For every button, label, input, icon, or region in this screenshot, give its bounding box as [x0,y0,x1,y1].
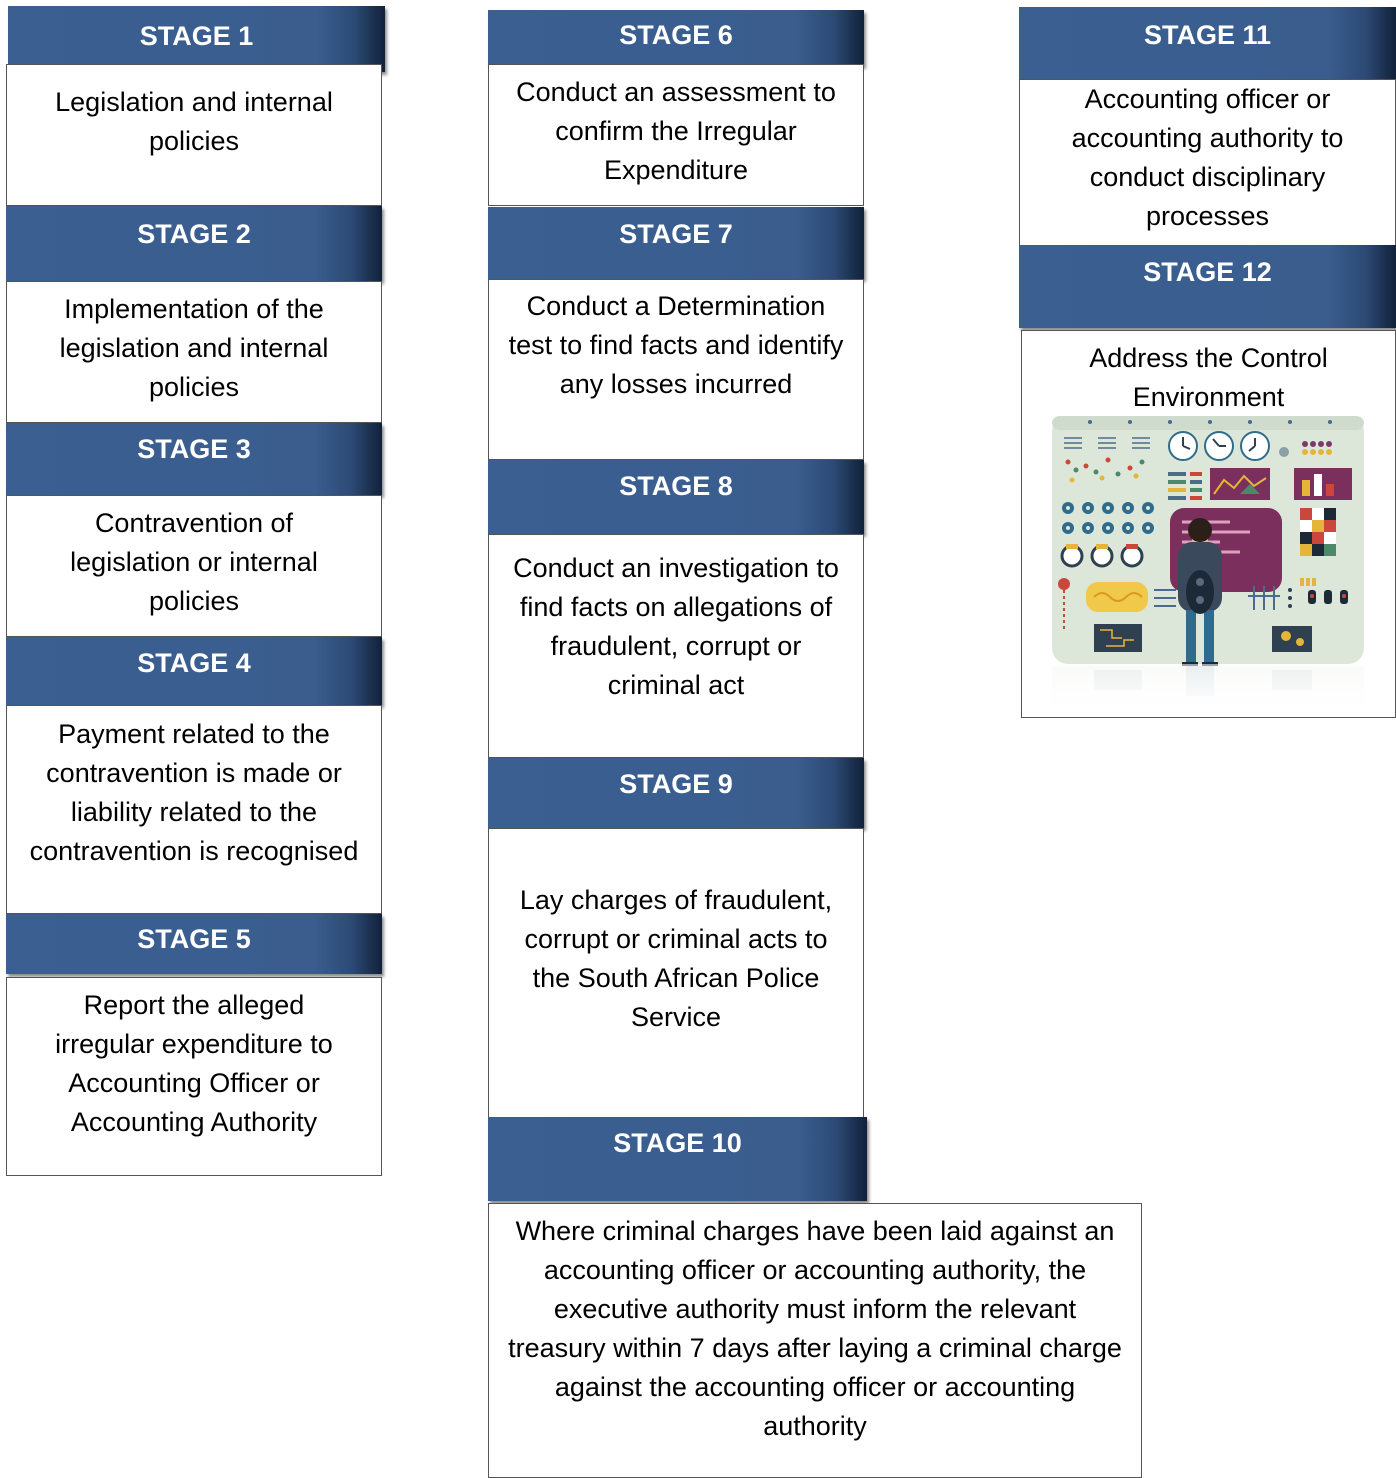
stage-4-box: Payment related to the contravention is … [6,705,382,914]
stage-10-text: Where criminal charges have been laid ag… [508,1216,1122,1441]
stage-1-box: Legislation and internal policies [6,64,382,206]
stage-5-label: STAGE 5 [137,924,251,954]
stage-9-text: Lay charges of fraudulent, corrupt or cr… [519,885,833,1032]
stage-12-text: Address the Control Environment [1089,343,1328,412]
stage-8-text: Conduct an investigation to find facts o… [513,553,839,700]
stage-5-header: STAGE 5 [6,914,382,974]
stage-6-box: Conduct an assessment to confirm the Irr… [488,64,864,206]
stage-2-box: Implementation of the legislation and in… [6,281,382,423]
stage-12-header: STAGE 12 [1019,245,1396,328]
stage-8-box: Conduct an investigation to find facts o… [488,534,864,758]
stage-10-label: STAGE 10 [613,1128,742,1158]
stage-5-box: Report the alleged irregular expenditure… [6,977,382,1176]
stage-7-text: Conduct a Determination test to find fac… [508,291,844,399]
stage-2-label: STAGE 2 [137,219,251,249]
stage-3-box: Contravention of legislation or internal… [6,495,382,637]
stage-6-text: Conduct an assessment to confirm the Irr… [516,77,836,185]
stage-7-header: STAGE 7 [488,207,864,279]
stage-11-label: STAGE 11 [1143,20,1272,50]
stage-11-text: Accounting officer or accounting authori… [1071,84,1344,231]
stage-9-box: Lay charges of fraudulent, corrupt or cr… [488,828,864,1118]
stage-3-header: STAGE 3 [6,423,382,495]
stage-4-text: Payment related to the contravention is … [29,719,359,866]
stage-10-box: Where criminal charges have been laid ag… [488,1203,1142,1478]
stage-3-label: STAGE 3 [137,434,251,464]
stage-1-text: Legislation and internal policies [55,87,333,156]
stage-4-header: STAGE 4 [6,637,382,705]
stage-2-text: Implementation of the legislation and in… [59,294,329,402]
stage-11-box: Accounting officer or accounting authori… [1019,79,1396,247]
stage-7-label: STAGE 7 [619,219,733,249]
stage-3-text: Contravention of legislation or internal… [70,508,318,616]
stage-12-label: STAGE 12 [1143,257,1272,287]
control-panel-illustration [1050,414,1366,708]
stage-6-header: STAGE 6 [488,10,864,66]
control-panel-icon [1050,416,1366,708]
stage-4-label: STAGE 4 [137,648,251,678]
stage-6-label: STAGE 6 [619,20,733,50]
stage-8-label: STAGE 8 [619,471,733,501]
stage-8-header: STAGE 8 [488,460,864,534]
stage-2-header: STAGE 2 [6,206,382,281]
stage-5-text: Report the alleged irregular expenditure… [55,990,333,1137]
stage-9-header: STAGE 9 [488,758,864,828]
stage-11-header: STAGE 11 [1019,7,1396,79]
stage-10-header: STAGE 10 [488,1117,867,1201]
stage-7-box: Conduct a Determination test to find fac… [488,279,864,460]
stage-1-header: STAGE 1 [8,6,385,72]
stage-9-label: STAGE 9 [619,769,733,799]
stage-1-label: STAGE 1 [139,21,254,51]
